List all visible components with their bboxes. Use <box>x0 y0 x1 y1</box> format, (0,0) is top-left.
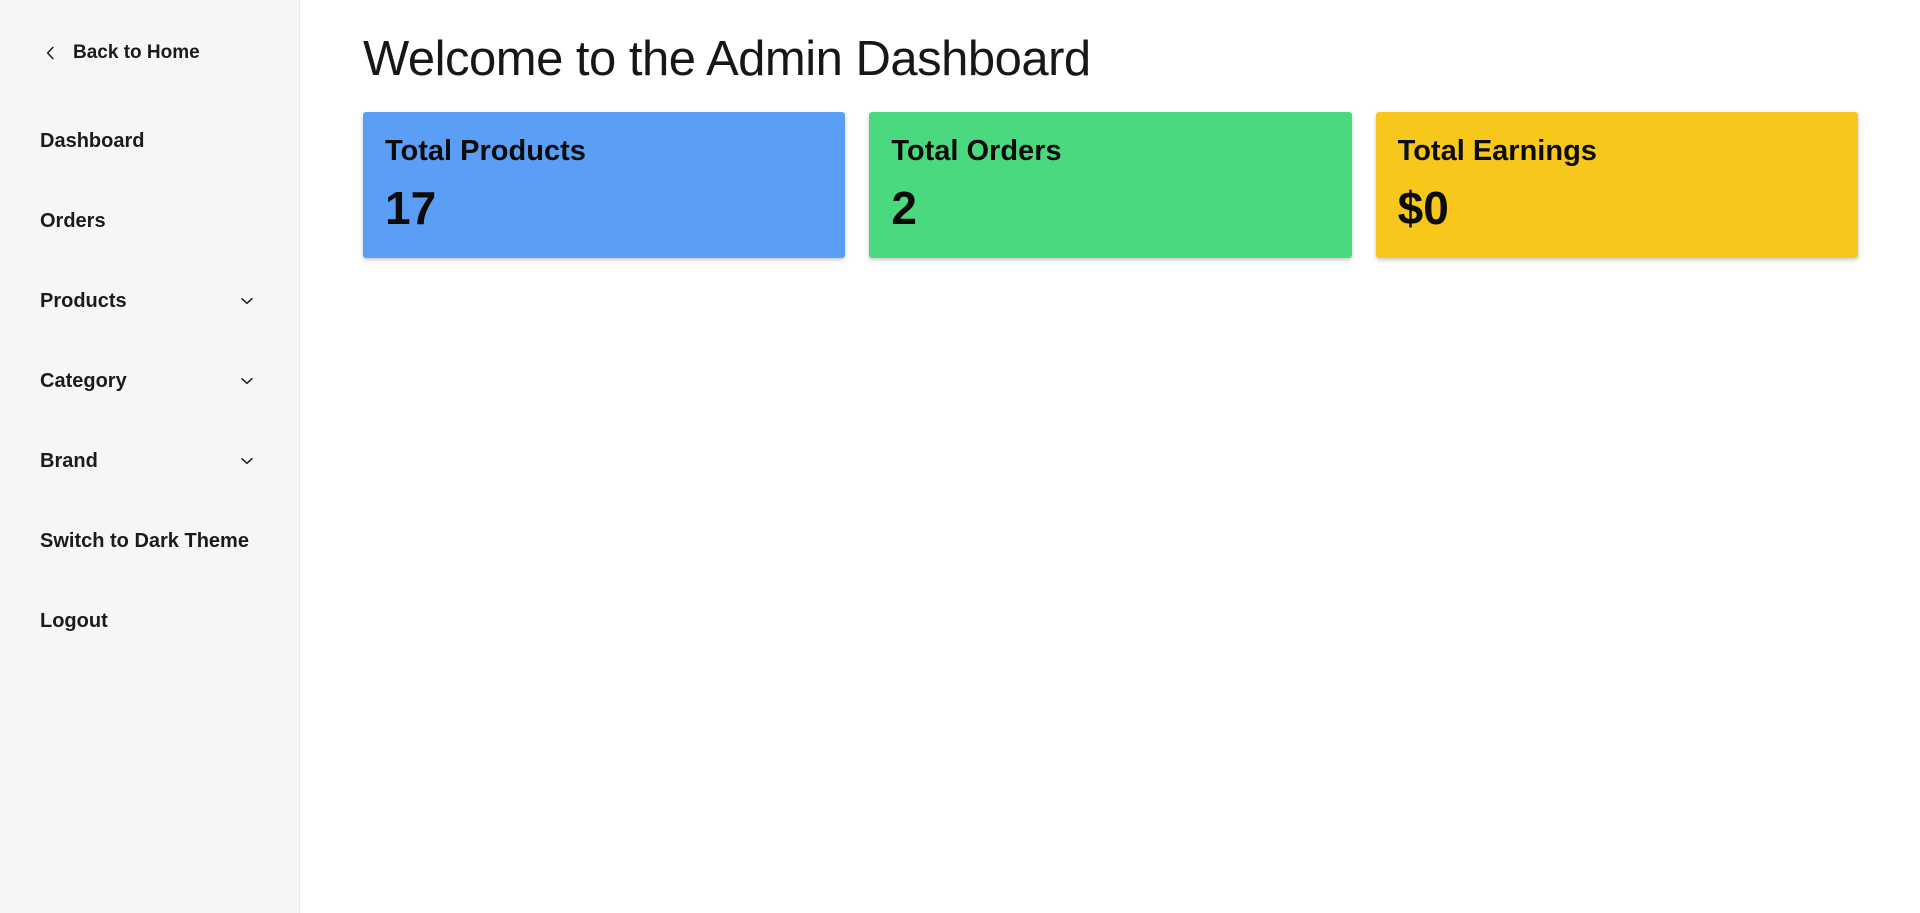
chevron-down-icon <box>239 373 255 389</box>
sidebar-item-label: Logout <box>40 609 108 632</box>
back-to-home-label: Back to Home <box>73 42 200 63</box>
sidebar-item-label: Switch to Dark Theme <box>40 529 249 552</box>
sidebar-item-label: Category <box>40 369 127 392</box>
stat-card-value: 17 <box>385 181 437 234</box>
sidebar-item-products[interactable]: Products <box>0 286 299 316</box>
sidebar-item-switch-theme[interactable]: Switch to Dark Theme <box>0 526 299 556</box>
stat-card-label: Total Products <box>385 135 586 168</box>
back-to-home-link[interactable]: Back to Home <box>0 40 299 66</box>
chevron-down-icon <box>239 453 255 469</box>
sidebar-item-label: Products <box>40 289 127 312</box>
sidebar-item-label: Dashboard <box>40 129 145 152</box>
stat-cards-row: Total Products 17 Total Orders 2 Total E… <box>363 112 1858 259</box>
stat-card-total-products: Total Products 17 <box>363 112 846 259</box>
page-title: Welcome to the Admin Dashboard <box>363 32 1091 86</box>
chevron-down-icon <box>239 293 255 309</box>
stat-card-label: Total Earnings <box>1397 135 1597 168</box>
sidebar-item-dashboard[interactable]: Dashboard <box>0 126 299 156</box>
main-content: Welcome to the Admin Dashboard Total Pro… <box>300 0 1920 913</box>
sidebar-item-label: Orders <box>40 209 106 232</box>
stat-card-total-earnings: Total Earnings $0 <box>1375 112 1858 259</box>
sidebar-item-orders[interactable]: Orders <box>0 206 299 236</box>
chevron-left-icon <box>42 44 60 62</box>
stat-card-value: $0 <box>1397 181 1449 234</box>
stat-card-value: 2 <box>891 181 917 234</box>
sidebar-item-brand[interactable]: Brand <box>0 446 299 476</box>
sidebar: Back to Home Dashboard Orders Products C… <box>0 0 300 913</box>
stat-card-label: Total Orders <box>891 135 1062 168</box>
sidebar-item-category[interactable]: Category <box>0 366 299 396</box>
stat-card-total-orders: Total Orders 2 <box>869 112 1352 259</box>
sidebar-nav: Dashboard Orders Products Category <box>0 126 299 686</box>
sidebar-item-logout[interactable]: Logout <box>0 606 299 636</box>
sidebar-item-label: Brand <box>40 449 98 472</box>
